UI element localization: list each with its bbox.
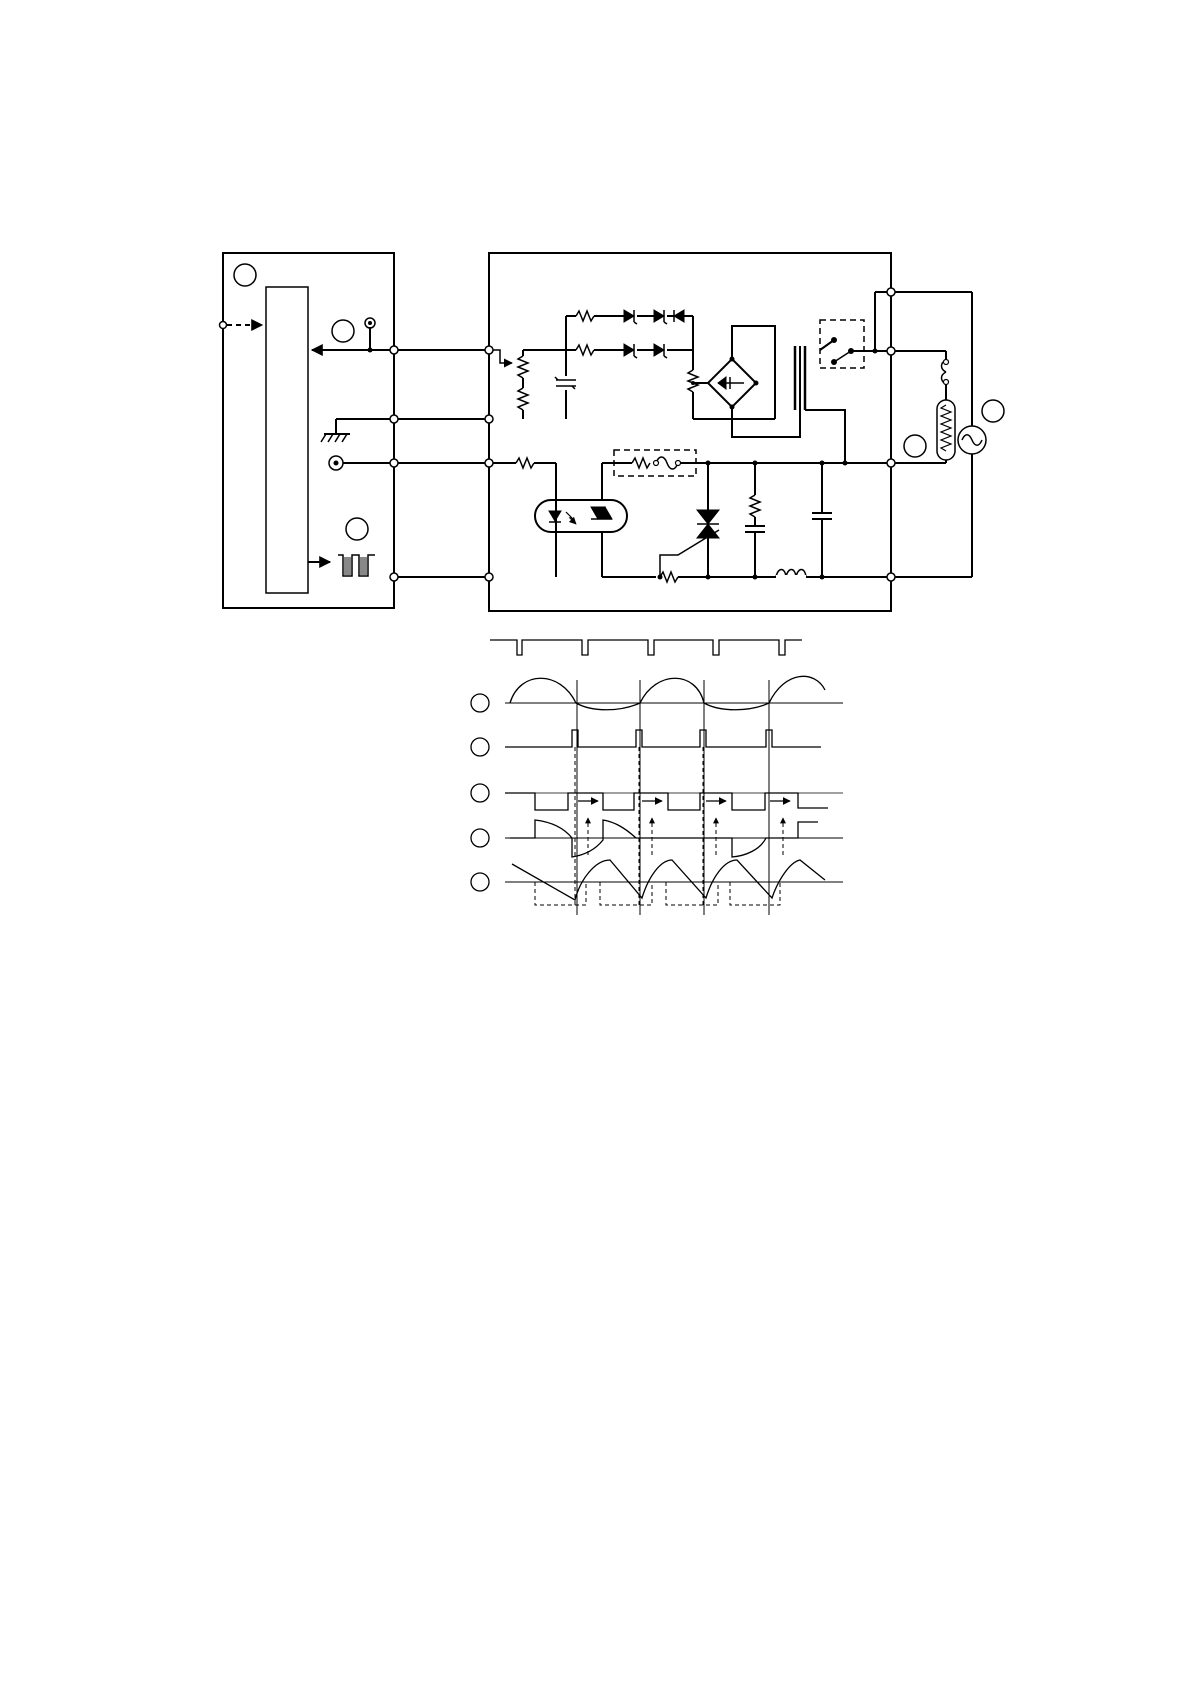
row-marker-3	[471, 784, 489, 802]
heater-marker	[904, 435, 926, 457]
reference-pulse-train	[490, 640, 802, 655]
row-marker-5	[471, 873, 489, 891]
interconnect-wires	[390, 346, 489, 581]
power-board	[485, 253, 891, 611]
timing-row-1	[471, 676, 843, 712]
relay	[820, 320, 864, 368]
external-load	[887, 288, 1004, 581]
pulse-train-icon	[338, 555, 375, 576]
ac-source-marker	[982, 400, 1004, 422]
timing-row-3	[471, 784, 843, 810]
divider-resistor	[518, 388, 528, 410]
timing-diagram	[471, 640, 843, 915]
gate-resistor	[660, 572, 678, 582]
row-marker-4	[471, 829, 489, 847]
snubber-resistor	[750, 495, 760, 517]
controller-ic	[266, 287, 308, 593]
series-resistor-upper	[576, 311, 594, 321]
row-marker-2	[471, 738, 489, 756]
pulse-marker	[346, 518, 368, 540]
timing-dashed-links	[535, 747, 783, 905]
row-marker-1	[471, 694, 489, 712]
series-resistor-lower	[576, 345, 594, 355]
input-marker	[332, 320, 354, 342]
opto-coupler	[535, 500, 627, 532]
controller-block	[220, 253, 395, 608]
drive-resistor	[516, 458, 534, 468]
potentiometer	[518, 356, 528, 378]
controller-marker	[234, 264, 256, 286]
timing-row-4	[471, 820, 843, 857]
timing-row-5	[471, 860, 843, 900]
